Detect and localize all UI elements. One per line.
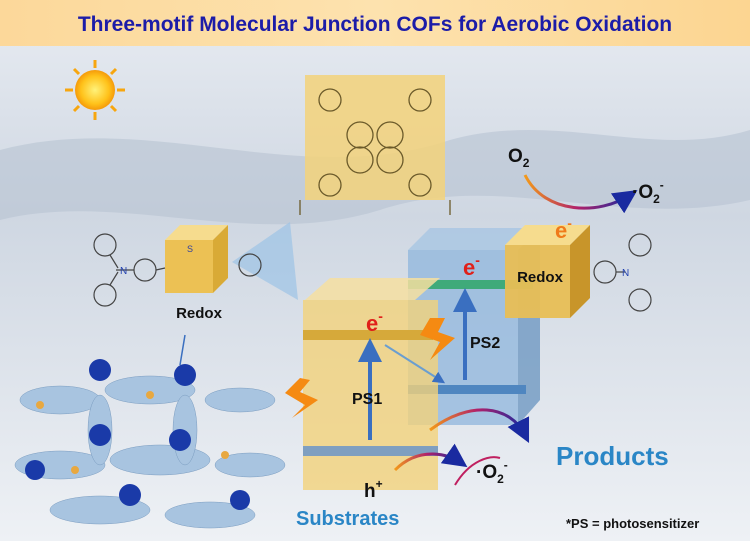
superoxide-label-top: ·O2-	[632, 178, 664, 206]
electron-label-ps2: e-	[463, 252, 480, 280]
redox-label-left: Redox	[176, 305, 223, 322]
triazine-core	[232, 222, 298, 300]
hole-label: h+	[364, 477, 383, 502]
light-bolt-icon	[420, 318, 455, 360]
redox-cube-left	[165, 225, 228, 293]
superoxide-arrow	[454, 456, 501, 486]
electron-label-redox: e-	[555, 215, 572, 243]
sun-icon	[65, 60, 125, 120]
ps1-homo-band	[303, 446, 438, 456]
substrates-label: Substrates	[296, 508, 399, 530]
cof-framework-model	[14, 334, 286, 529]
pyrene-core-box	[305, 75, 445, 200]
products-label: Products	[556, 441, 669, 471]
nitrogen-atom-label: N	[120, 266, 127, 277]
redox-cube-right	[505, 225, 590, 318]
title-bar	[0, 0, 750, 46]
ps2-lumo-band	[408, 280, 533, 289]
electron-label-ps1: e-	[366, 308, 383, 336]
sulfur-atom-label: S	[187, 244, 193, 254]
substrate-arrow	[393, 443, 468, 472]
oxygen-label: O2	[508, 146, 530, 170]
pyrene-structure	[299, 88, 451, 215]
ps1-lumo-band	[303, 330, 433, 340]
light-bolt-icon	[285, 378, 318, 418]
oxygen-reduction-arrow	[523, 174, 638, 214]
triphenylamine-right	[593, 233, 652, 312]
ps2-homo-band	[408, 385, 526, 394]
electron-transfer-arrow	[384, 344, 446, 384]
footnote: *PS = photosensitizer	[566, 516, 699, 531]
nitrogen-atom-label-right: N	[622, 268, 629, 279]
page-title: Three-motif Molecular Junction COFs for …	[78, 13, 672, 36]
ps1-label: PS1	[352, 391, 382, 408]
superoxide-label-bottom: ·O2-	[476, 458, 508, 486]
ps2-label: PS2	[470, 335, 500, 352]
redox-label-right: Redox	[517, 269, 564, 286]
triphenylamine-left	[93, 233, 262, 307]
product-arrow	[429, 408, 530, 444]
